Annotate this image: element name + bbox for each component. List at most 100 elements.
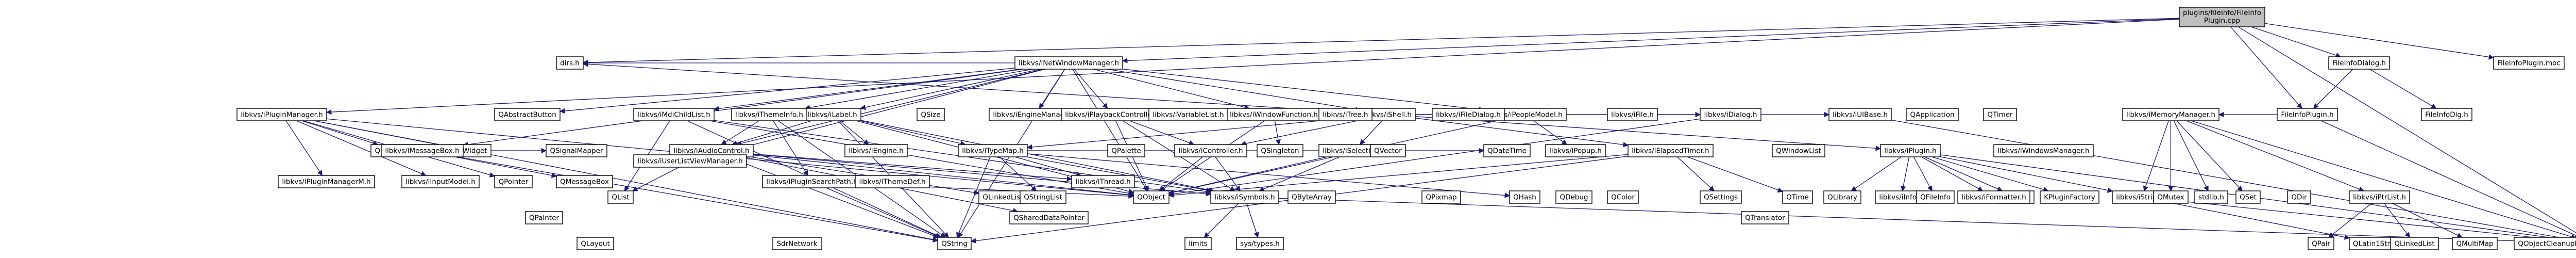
node-qtsp[interactable]: QSharedDataPointer	[1009, 211, 1089, 224]
node-qsl[interactable]: QStringList	[1020, 190, 1066, 204]
node-qpr[interactable]: QPainter	[525, 211, 563, 224]
node-sdr[interactable]: SdrNetwork	[772, 237, 822, 250]
node-fip[interactable]: FileInfoPlugin.h	[2277, 108, 2338, 121]
node-pl[interactable]: libkvs/iPlaybackController.h	[1061, 108, 1165, 121]
node-dtd[interactable]: libkvs/iFileDialog.h	[1432, 108, 1505, 121]
node-qvec[interactable]: QVector	[1370, 144, 1406, 157]
node-tpl[interactable]: libkvs/iTree.h	[1318, 108, 1372, 121]
node-ev[interactable]: libkvs/iEngine.h	[844, 144, 908, 157]
node-ps[interactable]: libkvs/iPluginSearchPath.h	[762, 175, 862, 188]
node-dlg[interactable]: libkvs/iDialog.h	[1700, 108, 1761, 121]
node-qsa[interactable]: QSignalMapper	[546, 144, 607, 157]
node-label: libkvs/iFileDialog.h	[1436, 111, 1501, 119]
node-label: limits	[1189, 240, 1208, 248]
node-wf[interactable]: libkvs/iWindowFunction.h	[1226, 108, 1322, 121]
node-ssc[interactable]: QObjectCleanupHandler	[2514, 237, 2576, 250]
node-box	[2349, 190, 2410, 204]
node-mdil[interactable]: libkvs/iMdiChildList.h	[633, 108, 715, 121]
node-label: QDateTime	[1487, 147, 1527, 155]
node-label: QPalette	[1111, 147, 1141, 155]
node-fimoc[interactable]: FileInfoPlugin.moc	[2493, 56, 2565, 70]
node-root[interactable]: plugins/fileinfo/FileInfoPlugin.cpp	[2179, 7, 2265, 27]
node-qpt[interactable]: QPixmap	[1421, 190, 1461, 204]
node-qhl[interactable]: QLayout	[577, 237, 614, 250]
node-qs[interactable]: QString	[937, 237, 972, 250]
edge-wm-qo	[1072, 69, 1148, 191]
node-lcc[interactable]: libkvs/iPtrList.h	[2349, 190, 2410, 204]
node-vlm[interactable]: libkvs/iVariableList.h	[1148, 108, 1228, 121]
node-qdt[interactable]: QDateTime	[1483, 144, 1531, 157]
node-box	[1020, 190, 1066, 204]
edge-pin-qfinf	[1851, 156, 1902, 191]
node-ui[interactable]: libkvs/iUIBase.h	[1828, 108, 1892, 121]
node-inc[interactable]: libkvs/iSymbols.h	[1210, 190, 1279, 204]
edge-wm-ulm	[713, 69, 1045, 156]
node-ty[interactable]: libkvs/iTypeMap.h	[958, 144, 1028, 157]
node-label: QMessageBox	[560, 178, 609, 186]
node-qo[interactable]: QObject	[1133, 190, 1170, 204]
node-qfinf[interactable]: QLibrary	[1823, 190, 1861, 204]
node-qab[interactable]: QAbstractButton	[494, 108, 561, 121]
node-qli[interactable]: QLinkedList	[978, 190, 1027, 204]
node-qtt[interactable]: QTimer	[1983, 108, 2017, 121]
node-pop[interactable]: libkvs/iPopup.h	[1545, 144, 1606, 157]
node-qsi[interactable]: QSet	[2235, 190, 2261, 204]
node-qmb[interactable]: QMessageBox	[556, 175, 613, 188]
node-qpf[interactable]: KPluginFactory	[2040, 190, 2099, 204]
node-label: QAbstractButton	[498, 111, 556, 119]
node-qhash[interactable]: QHash	[1509, 190, 1540, 204]
node-lbl[interactable]: libkvs/iLabel.h	[803, 108, 861, 121]
node-elt[interactable]: libkvs/iElapsedTimer.h	[1628, 144, 1714, 157]
node-ptr[interactable]: QPair	[2308, 237, 2334, 250]
node-fs[interactable]: FileInfoDlg.h	[2421, 108, 2472, 121]
node-pmm[interactable]: libkvs/iPluginManagerM.h	[278, 175, 375, 188]
node-qw2[interactable]: QWindowList	[1772, 144, 1825, 157]
node-box	[1061, 108, 1165, 121]
node-qp[interactable]: QPointer	[494, 175, 533, 188]
node-qlst[interactable]: QDebug	[1555, 190, 1592, 204]
node-fid[interactable]: FileInfoDialog.h	[2328, 56, 2390, 70]
node-qsz[interactable]: QSize	[917, 108, 945, 121]
node-ctr[interactable]: libkvs/iController.h	[1174, 144, 1247, 157]
node-dirs[interactable]: dirs.h	[556, 56, 584, 70]
edge-msgb-qmb	[454, 156, 557, 178]
node-qmx[interactable]: QMutex	[2153, 190, 2189, 204]
node-lim[interactable]: limits	[1184, 237, 1212, 250]
node-pin[interactable]: libkvs/iPlugin.h	[1880, 144, 1941, 157]
node-wm[interactable]: libkvs/iNetWindowManager.h	[1014, 56, 1123, 70]
node-fd[interactable]: libkvs/iFile.h	[1607, 108, 1658, 121]
node-thr[interactable]: libkvs/iThread.h	[1071, 175, 1135, 188]
node-mem[interactable]: libkvs/iMemoryManager.h	[2122, 108, 2219, 121]
node-uimod[interactable]: libkvs/iInputModel.h	[401, 175, 480, 188]
node-thd[interactable]: libkvs/iThemeDef.h	[855, 175, 930, 188]
node-qfi[interactable]: QFileInfo	[1916, 190, 1955, 204]
node-ql[interactable]: QList	[607, 190, 634, 204]
node-pm[interactable]: libkvs/iPluginManager.h	[236, 108, 327, 121]
node-ll[interactable]: QLinkedList	[2390, 237, 2439, 250]
node-label: libkvs/iDialog.h	[1704, 111, 1757, 119]
node-qtr[interactable]: QTranslator	[1741, 211, 1789, 224]
node-qtm[interactable]: QTime	[1782, 190, 1813, 204]
node-ws[interactable]: libkvs/iWindowsManager.h	[1993, 144, 2094, 157]
node-sng[interactable]: QSingleton	[1257, 144, 1303, 157]
edge-dlg-qo	[1168, 118, 1701, 197]
node-box	[1432, 108, 1505, 121]
node-std[interactable]: stdlib.h	[2194, 190, 2228, 204]
edge-mem-conf	[2191, 120, 2576, 239]
node-label: Plugin.cpp	[2204, 17, 2240, 25]
node-qdir[interactable]: QDir	[2287, 190, 2311, 204]
node-qpl[interactable]: QPalette	[1107, 144, 1145, 157]
node-fmt[interactable]: libkvs/iFormatter.h	[1957, 190, 2030, 204]
node-th[interactable]: libkvs/iThemeInfo.h	[731, 108, 807, 121]
node-sys[interactable]: sys/types.h	[1236, 237, 1284, 250]
node-label: QTimer	[1987, 111, 2013, 119]
node-box	[2390, 237, 2439, 250]
node-ulm[interactable]: libkvs/iUserListViewManager.h	[633, 154, 747, 168]
node-llx[interactable]: QMultiMap	[2452, 237, 2498, 250]
node-qbyt[interactable]: QByteArray	[1287, 190, 1336, 204]
node-qse[interactable]: QSettings	[1700, 190, 1742, 204]
node-qcol[interactable]: QColor	[1607, 190, 1639, 204]
node-msgb[interactable]: libkvs/iMessageBox.h	[381, 144, 464, 157]
node-qapp[interactable]: QApplication	[1906, 108, 1959, 121]
edge-sel-qo	[1168, 156, 1328, 195]
